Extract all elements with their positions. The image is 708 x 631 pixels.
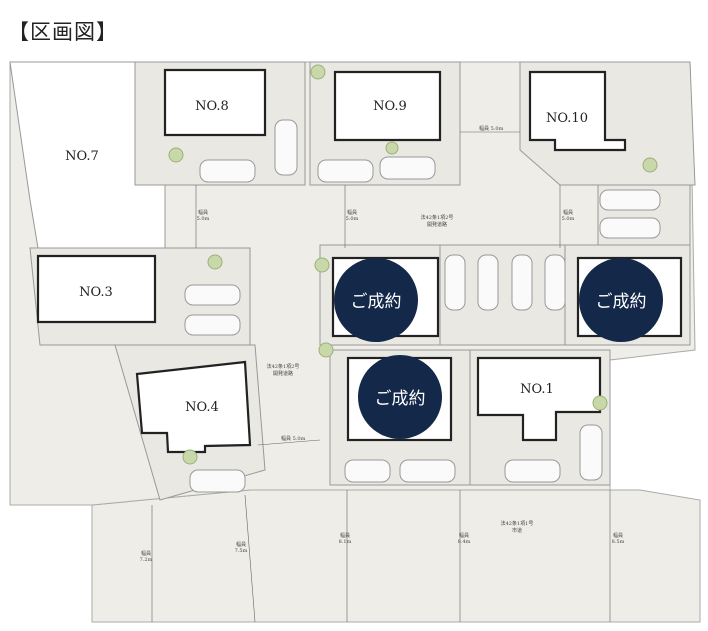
trees <box>168 64 658 465</box>
building-no4 <box>135 360 252 454</box>
road-type-label: 法42条1項1号 <box>501 520 534 527</box>
width-label: 幅員 <box>613 532 623 539</box>
width-label: 幅員 <box>479 125 489 132</box>
width-value: 5.0m <box>197 216 210 222</box>
width-value: 5.0m <box>346 216 359 222</box>
road-name-label: 開発道路 <box>273 370 293 377</box>
building-no10 <box>528 70 627 152</box>
road-name-label: 開発道路 <box>427 221 447 228</box>
lot-label-no9: NO.9 <box>373 99 407 114</box>
width-value: 8.1m <box>339 539 352 545</box>
parked-cars <box>184 119 661 493</box>
sold-label: ご成約 <box>351 292 402 312</box>
road-type-label: 法42条1項2号 <box>267 363 300 370</box>
road-width-labels: 幅員 5.0m 幅員 5.0m 幅員 5.0m 幅員 5.0m 幅員 5.0m … <box>140 125 625 563</box>
road-type-label: 法42条1項2号 <box>421 214 454 221</box>
page-title: 【区画図】 <box>8 20 118 44</box>
width-value: 5.0m <box>491 126 504 132</box>
lot-label-no8: NO.8 <box>195 99 229 114</box>
width-value: 8.4m <box>458 539 471 545</box>
width-label: 幅員 <box>141 550 151 557</box>
width-value: 7.5m <box>235 548 248 554</box>
lot-label-no10: NO.10 <box>546 111 588 126</box>
dimension-lines <box>151 131 611 623</box>
width-value: 8.5m <box>612 539 625 545</box>
sold-badge: ご成約 <box>579 258 663 342</box>
lot-label-no1: NO.1 <box>520 382 554 397</box>
width-label: 幅員 <box>198 209 208 216</box>
building-no1 <box>476 356 602 442</box>
building-no3 <box>36 254 157 324</box>
building-no8 <box>163 68 267 137</box>
width-value: 7.2m <box>140 557 153 563</box>
width-label: 幅員 <box>563 209 573 216</box>
width-label: 幅員 <box>340 532 350 539</box>
width-label: 幅員 <box>281 435 291 442</box>
width-label: 幅員 <box>347 209 357 216</box>
width-value: 5.0m <box>293 436 306 442</box>
sold-label: ご成約 <box>375 389 426 409</box>
width-label: 幅員 <box>236 541 246 548</box>
sold-badge: ご成約 <box>334 258 418 342</box>
lot-label-no3: NO.3 <box>79 285 113 300</box>
sold-badge: ご成約 <box>358 355 442 439</box>
lot-label-no4: NO.4 <box>185 400 219 415</box>
width-value: 5.0m <box>562 216 575 222</box>
building-no9 <box>333 70 442 142</box>
sold-label: ご成約 <box>596 292 647 312</box>
city-road <box>91 489 701 623</box>
lot-label-no7: NO.7 <box>65 149 99 164</box>
road-name-label: 市道 <box>512 527 522 534</box>
width-label: 幅員 <box>459 532 469 539</box>
